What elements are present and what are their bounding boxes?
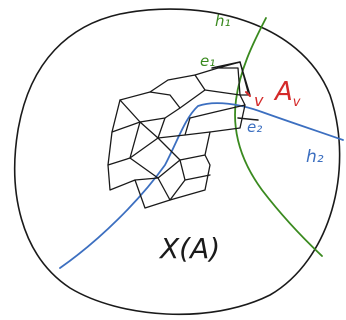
label-h2: h₂ — [306, 147, 324, 167]
vertex-v-mark — [245, 91, 251, 97]
label-e1: e₁ — [200, 52, 215, 70]
hyperplane-h1 — [234, 17, 323, 257]
label-h1: h₁ — [215, 12, 231, 30]
boundary-circle — [13, 8, 341, 316]
label-X-A: X(A) — [158, 232, 220, 265]
edge-e2 — [237, 117, 259, 121]
cube-complex — [107, 61, 251, 209]
label-e2: e₂ — [247, 118, 262, 136]
label-v: v — [254, 91, 264, 110]
label-A-v: Av — [273, 77, 301, 110]
edge-e1 — [211, 61, 241, 69]
label-A: A — [273, 77, 293, 107]
hyperplane-h2 — [59, 102, 344, 269]
label-A-subscript: v — [293, 95, 301, 110]
